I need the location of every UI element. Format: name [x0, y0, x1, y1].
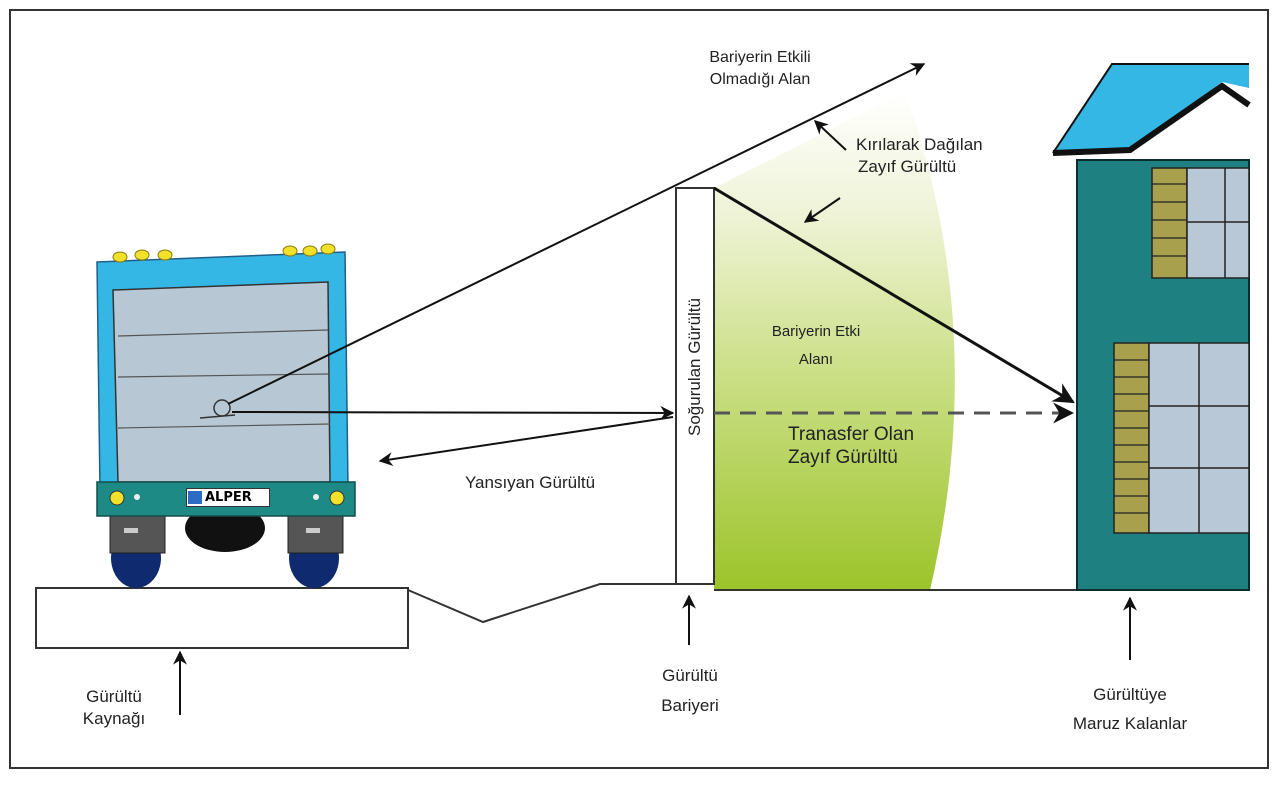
diffracted-pointer-arrow-2	[803, 197, 841, 223]
lower-shutter-slats	[1114, 359, 1149, 514]
label-line: Bariyeri	[661, 696, 719, 715]
panel-line	[117, 373, 329, 378]
roof-edge	[1052, 82, 1251, 156]
ground-line	[407, 583, 676, 624]
upper-window	[1186, 167, 1250, 279]
label-line: Tranasfer Olan	[788, 424, 915, 445]
label-line: Gürültü	[662, 666, 718, 685]
label-line: Zayıf Gürültü	[788, 447, 898, 468]
mudflap-right	[287, 514, 344, 554]
ground	[35, 583, 1078, 649]
truck-rear-panel	[112, 281, 331, 483]
barrier-effect-zone	[714, 92, 955, 590]
mudflap-reflector-right	[306, 528, 320, 533]
truck	[96, 243, 356, 588]
roof-lights	[112, 243, 336, 263]
label-line: Kırılarak Dağılan	[856, 135, 983, 154]
roof-outline	[1052, 63, 1249, 154]
upper-shutter	[1151, 167, 1188, 279]
mudflap-reflector-left	[124, 528, 138, 533]
label-barrier-effect-area: Bariyerin Etki Alanı	[756, 318, 876, 374]
reflected-ray	[378, 416, 674, 467]
label-noise-source: Gürültü Kaynağı	[64, 686, 164, 730]
building-roof	[1053, 64, 1249, 153]
label-line: Bariyerin Etkili	[709, 49, 811, 66]
mudflap-left	[109, 514, 166, 554]
label-line: Olmadığı Alan	[709, 71, 811, 88]
label-reflected-noise: Yansıyan Gürültü	[464, 473, 596, 492]
label-exposed: Gürültüye Maruz Kalanlar	[1040, 680, 1220, 738]
plate-country-badge	[188, 491, 202, 504]
panel-line	[117, 329, 329, 337]
tail-light-right	[329, 490, 345, 506]
label-line: Zayıf Gürültü	[858, 157, 957, 176]
lower-shutter	[1113, 342, 1150, 534]
frame-border	[9, 9, 1269, 769]
noise-barrier-wall	[675, 187, 715, 585]
reflector-right	[313, 494, 319, 500]
label-absorbed-noise: Soğurulan Gürültü	[685, 298, 704, 436]
reflector-left	[134, 494, 140, 500]
label-line: Gürültüye	[1093, 685, 1167, 704]
label-ineffective-area: Bariyerin Etkili Olmadığı Alan	[690, 47, 830, 91]
label-line: Alanı	[798, 351, 834, 368]
diffracted-ray	[713, 186, 1075, 404]
sound-paths	[173, 63, 1137, 715]
diffracted-pointer-arrow	[813, 120, 847, 151]
label-line: Gürültü	[86, 687, 142, 706]
label-transferred-noise: Tranasfer Olan Zayıf Gürültü	[788, 423, 914, 469]
label-line: Bariyerin Etki	[771, 323, 861, 340]
panel-line	[117, 423, 331, 429]
label-diffracted-noise: Kırılarak Dağılan Zayıf Gürültü	[856, 134, 983, 178]
ineffective-area-ray	[227, 63, 926, 405]
upper-shutter-slats	[1152, 183, 1187, 257]
source-base-line	[199, 414, 236, 419]
label-line: Kaynağı	[82, 709, 146, 728]
road-block	[35, 587, 409, 649]
label-noise-barrier: Gürültü Bariyeri	[640, 661, 740, 721]
tail-light-left	[109, 490, 125, 506]
plate-text: ALPER	[205, 490, 252, 505]
direct-ray-to-barrier	[231, 405, 675, 420]
license-plate: ALPER	[186, 488, 270, 507]
label-line: Maruz Kalanlar	[1072, 714, 1188, 733]
building	[1052, 63, 1251, 591]
